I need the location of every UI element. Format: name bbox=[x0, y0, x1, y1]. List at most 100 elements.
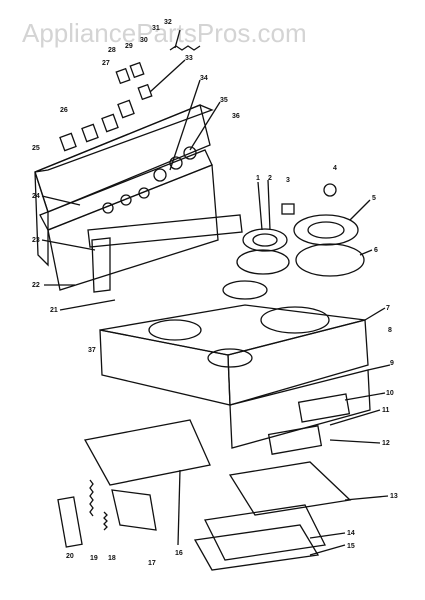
leader-32 bbox=[174, 29, 181, 49]
leader-10 bbox=[344, 392, 386, 401]
callout-24: 24 bbox=[32, 193, 40, 200]
receptacle bbox=[281, 203, 295, 215]
element-bracket-1 bbox=[267, 425, 323, 455]
callout-7: 7 bbox=[386, 305, 390, 312]
callout-6: 6 bbox=[374, 247, 378, 254]
callout-23: 23 bbox=[32, 237, 40, 244]
hinge-spring bbox=[89, 479, 94, 517]
drawer-front bbox=[229, 369, 371, 449]
surface-element-large-inner bbox=[307, 221, 345, 239]
leader-16 bbox=[177, 469, 181, 546]
watermark: AppliancePartsPros.com bbox=[22, 18, 307, 48]
callout-8: 8 bbox=[388, 327, 392, 334]
callout-11: 11 bbox=[382, 407, 390, 414]
button-5 bbox=[137, 83, 153, 101]
button-6 bbox=[115, 67, 131, 85]
button-2 bbox=[81, 123, 99, 143]
backguard-lower bbox=[39, 149, 213, 231]
button-1 bbox=[59, 132, 77, 152]
leader-21 bbox=[59, 299, 116, 311]
leader-2 bbox=[267, 179, 271, 231]
callout-16: 16 bbox=[175, 550, 183, 557]
surface-element-small-inner bbox=[252, 233, 278, 247]
button-3 bbox=[101, 113, 119, 133]
knob-6 bbox=[183, 146, 197, 160]
backguard-top bbox=[34, 104, 214, 173]
callout-33: 33 bbox=[185, 55, 193, 62]
callout-36: 36 bbox=[232, 113, 240, 120]
callout-2: 2 bbox=[268, 175, 272, 182]
rear-trim bbox=[87, 214, 243, 248]
callout-13: 13 bbox=[390, 493, 398, 500]
surface-element-large bbox=[293, 214, 359, 246]
callout-3: 3 bbox=[286, 177, 290, 184]
cooktop-hole-1 bbox=[148, 319, 202, 341]
broiler-grid bbox=[193, 524, 320, 571]
knob-1 bbox=[102, 202, 114, 214]
leader-7 bbox=[364, 307, 386, 321]
callout-9: 9 bbox=[390, 360, 394, 367]
element-bracket-2 bbox=[297, 393, 351, 423]
backguard-lower-panel bbox=[47, 164, 219, 291]
callout-15: 15 bbox=[347, 543, 355, 550]
backguard-side bbox=[34, 171, 49, 267]
drip-pan-large bbox=[295, 243, 365, 277]
callout-14: 14 bbox=[347, 530, 355, 537]
control-bracket bbox=[91, 237, 111, 293]
callout-5: 5 bbox=[372, 195, 376, 202]
surface-element-small bbox=[242, 228, 288, 252]
callout-29: 29 bbox=[125, 43, 133, 50]
leader-9 bbox=[367, 364, 391, 371]
cooktop-hole-2 bbox=[207, 348, 253, 368]
leader-35 bbox=[189, 101, 221, 151]
button-7 bbox=[129, 61, 145, 79]
callout-18: 18 bbox=[108, 555, 116, 562]
callout-17: 17 bbox=[148, 560, 156, 567]
callout-10: 10 bbox=[386, 390, 394, 397]
callout-32: 32 bbox=[164, 19, 172, 26]
cooktop-front bbox=[99, 329, 231, 406]
terminal-block bbox=[323, 183, 337, 197]
callout-28: 28 bbox=[108, 47, 116, 54]
leader-15 bbox=[309, 544, 346, 556]
broiler-pan bbox=[204, 504, 326, 561]
leader-23 bbox=[41, 239, 96, 251]
leader-5 bbox=[349, 199, 371, 221]
callout-35: 35 bbox=[220, 97, 228, 104]
hinge-cover bbox=[57, 496, 83, 548]
callout-25: 25 bbox=[32, 145, 40, 152]
leader-6 bbox=[359, 249, 373, 256]
callout-1: 1 bbox=[256, 175, 260, 182]
callout-21: 21 bbox=[50, 307, 58, 314]
cooktop-hole-4 bbox=[222, 280, 268, 300]
spring-top bbox=[169, 45, 201, 51]
button-4 bbox=[117, 99, 135, 119]
hinge-bracket bbox=[111, 489, 157, 531]
knob-4 bbox=[153, 168, 167, 182]
callout-4: 4 bbox=[333, 165, 337, 172]
leader-33 bbox=[149, 59, 186, 93]
callout-30: 30 bbox=[140, 37, 148, 44]
oven-rack bbox=[83, 419, 211, 486]
callout-19: 19 bbox=[90, 555, 98, 562]
leader-14 bbox=[309, 532, 346, 539]
knob-5 bbox=[169, 156, 183, 170]
callout-26: 26 bbox=[60, 107, 68, 114]
leader-11 bbox=[329, 409, 381, 426]
leader-13 bbox=[344, 495, 389, 501]
leader-34 bbox=[169, 79, 201, 171]
callout-20: 20 bbox=[66, 553, 74, 560]
callout-12: 12 bbox=[382, 440, 390, 447]
door-spring bbox=[103, 511, 108, 531]
callout-37: 37 bbox=[88, 347, 96, 354]
cooktop-side bbox=[227, 319, 369, 406]
knob-3 bbox=[138, 187, 150, 199]
leader-1 bbox=[257, 181, 263, 231]
callout-22: 22 bbox=[32, 282, 40, 289]
drip-pan-small bbox=[236, 249, 290, 275]
cooktop-hole-3 bbox=[260, 306, 330, 334]
knob-2 bbox=[120, 194, 132, 206]
leader-24 bbox=[41, 195, 81, 206]
callout-27: 27 bbox=[102, 60, 110, 67]
